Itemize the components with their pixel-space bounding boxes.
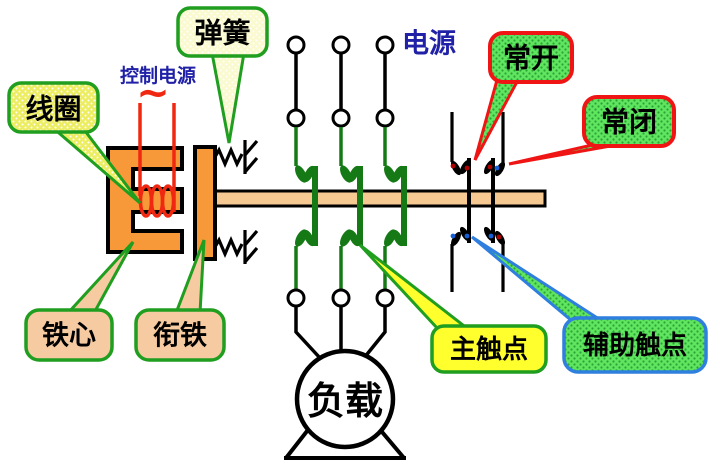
main-contact-phase-1 xyxy=(286,35,318,308)
normally-open-label: 常开 xyxy=(503,42,559,75)
power-label: 电源 xyxy=(402,29,456,60)
callout-coil: 线圈 xyxy=(7,81,142,205)
callout-aux-contact: 辅助触点 xyxy=(471,235,708,374)
spring-top xyxy=(213,139,259,174)
callout-iron-core: 铁心 xyxy=(24,240,135,362)
main-contact-phase-3 xyxy=(375,35,407,308)
load-wires xyxy=(294,306,387,360)
main-contact-label: 主触点 xyxy=(450,334,528,365)
coil-windings xyxy=(138,184,176,218)
spring-bottom xyxy=(213,229,259,264)
iron-core-label: 铁心 xyxy=(42,321,96,352)
armature-label: 衔铁 xyxy=(153,321,207,352)
iron-core-shape xyxy=(106,146,184,254)
load-circle xyxy=(294,348,396,450)
callout-normally-closed: 常闭 xyxy=(508,95,676,166)
insulating-shaft xyxy=(212,189,547,208)
control-power-label: 控制电源 xyxy=(120,64,196,87)
callout-main-contact: 主触点 xyxy=(358,243,548,374)
coil-label: 线圈 xyxy=(25,93,81,126)
armature-shape xyxy=(193,145,217,261)
callout-normally-open: 常开 xyxy=(473,31,574,161)
main-contact-phase-2 xyxy=(331,35,363,308)
aux-contact-label: 辅助触点 xyxy=(583,330,687,361)
ac-tilde-symbol: ~ xyxy=(136,70,170,116)
load-label: 负载 xyxy=(307,379,383,423)
normally-closed-label: 常闭 xyxy=(601,106,657,139)
callout-spring: 弹簧 xyxy=(176,6,269,144)
aux-contact-normally-closed xyxy=(483,112,506,292)
spring-label: 弹簧 xyxy=(194,17,250,50)
aux-contact-normally-open xyxy=(450,112,471,292)
callout-armature: 衔铁 xyxy=(134,239,226,362)
